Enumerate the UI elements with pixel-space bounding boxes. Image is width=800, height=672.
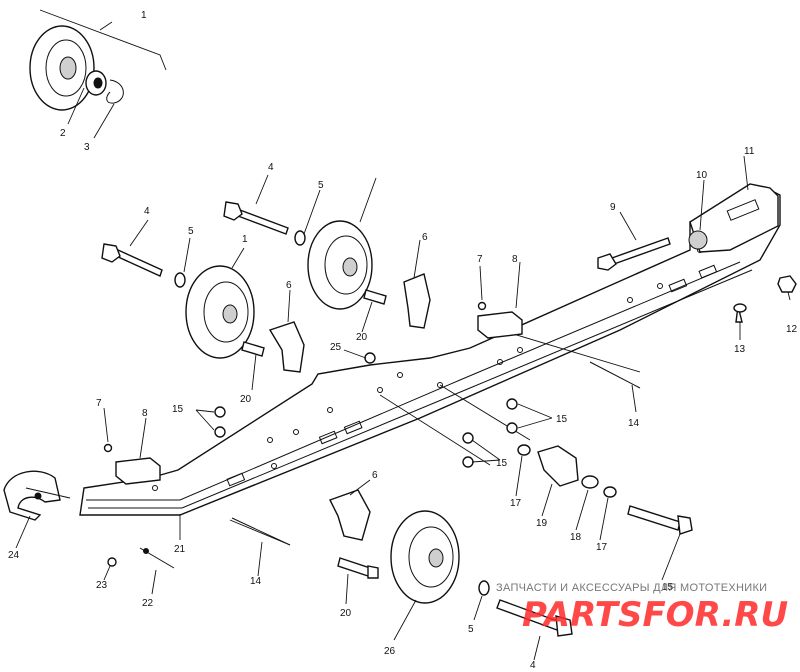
label-4: 4 bbox=[268, 162, 274, 173]
label-14: 14 bbox=[628, 418, 640, 429]
leader-lines bbox=[15, 87, 791, 661]
label-5: 5 bbox=[468, 624, 474, 635]
label-21: 21 bbox=[174, 544, 186, 555]
label-4: 4 bbox=[530, 660, 536, 671]
label-24: 24 bbox=[8, 550, 20, 561]
label-3: 3 bbox=[84, 142, 90, 153]
wheel-mid bbox=[185, 265, 255, 359]
bolts bbox=[101, 201, 797, 637]
label-26: 26 bbox=[384, 646, 396, 657]
label-15: 15 bbox=[496, 458, 508, 469]
label-8: 8 bbox=[142, 408, 148, 419]
wheel-upper bbox=[307, 220, 373, 310]
label-15: 15 bbox=[556, 414, 568, 425]
label-7: 7 bbox=[96, 398, 102, 409]
rear-plate bbox=[688, 183, 779, 253]
label-8: 8 bbox=[512, 254, 518, 265]
label-10: 10 bbox=[696, 170, 708, 181]
watermark-text: ЗАПЧАСТИ И АКСЕССУАРЫ ДЛЯ МОТОТЕХНИКИ bbox=[496, 582, 767, 594]
label-6: 6 bbox=[372, 470, 378, 481]
label-23: 23 bbox=[96, 580, 108, 591]
wheel-lower bbox=[390, 510, 460, 604]
label-5: 5 bbox=[188, 226, 194, 237]
label-25: 25 bbox=[330, 342, 342, 353]
label-13: 13 bbox=[734, 344, 746, 355]
watermark-logo: PARTSFOR.RU bbox=[522, 595, 788, 635]
label-6: 6 bbox=[286, 280, 292, 291]
brackets bbox=[103, 230, 617, 596]
label-20: 20 bbox=[240, 394, 252, 405]
label-7: 7 bbox=[477, 254, 483, 265]
exploded-wheel-group bbox=[29, 9, 167, 111]
suspension-rail bbox=[79, 189, 781, 546]
label-2: 2 bbox=[60, 128, 66, 139]
label-18: 18 bbox=[570, 532, 582, 543]
label-11: 11 bbox=[744, 146, 755, 157]
label-17: 17 bbox=[510, 498, 522, 509]
label-20: 20 bbox=[340, 608, 352, 619]
front-tip bbox=[3, 470, 71, 521]
label-12: 12 bbox=[786, 324, 798, 335]
label-15: 15 bbox=[172, 404, 184, 415]
label-1: 1 bbox=[141, 10, 147, 21]
label-9: 9 bbox=[610, 202, 616, 213]
label-6: 6 bbox=[422, 232, 428, 243]
label-14: 14 bbox=[250, 576, 262, 587]
label-22: 22 bbox=[142, 598, 154, 609]
label-4: 4 bbox=[144, 206, 150, 217]
watermark: ЗАПЧАСТИ И АКСЕССУАРЫ ДЛЯ МОТОТЕХНИКИ PA… bbox=[496, 582, 788, 635]
label-15: 15 bbox=[662, 582, 674, 593]
label-5: 5 bbox=[318, 180, 324, 191]
part-labels: 1 2 3 4 5 4 5 1 6 6 20 20 25 9 10 11 7 8… bbox=[8, 10, 798, 671]
label-17: 17 bbox=[596, 542, 608, 553]
label-20: 20 bbox=[356, 332, 368, 343]
label-19: 19 bbox=[536, 518, 548, 529]
label-1: 1 bbox=[242, 234, 248, 245]
